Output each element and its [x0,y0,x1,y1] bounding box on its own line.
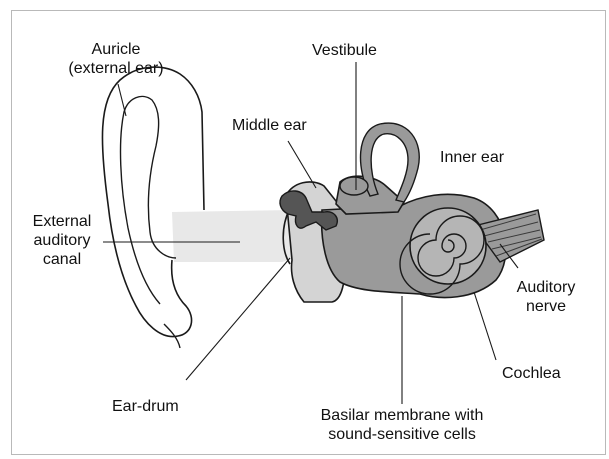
leader-middle-ear [288,141,316,188]
middle-ear-label: Middle ear [232,116,307,135]
basilar-label-line1: Basilar membrane with [290,406,514,425]
auricle-label-line2: (external ear) [56,59,176,78]
auditory-nerve-label-line2: nerve [508,297,584,316]
leader-ear-drum [186,258,290,380]
external-canal-label-line3: canal [24,250,100,269]
external-auditory-canal [172,210,296,262]
leader-cochlea [474,292,496,360]
basilar-label-line2: sound-sensitive cells [290,425,514,444]
ear-drum-label: Ear-drum [112,397,179,416]
auricle-label-line1: Auricle [56,40,176,59]
external-canal-label-line2: auditory [24,231,100,250]
external-canal-label: External auditory canal [24,212,100,269]
leader-auricle [118,84,126,116]
cochlea-label: Cochlea [502,364,561,383]
auditory-nerve-label-line1: Auditory [508,278,584,297]
auricle-inner-fold [121,96,176,304]
external-canal-label-line1: External [24,212,100,231]
vestibule-label: Vestibule [312,41,377,60]
semicircular-canal-lower [340,177,368,195]
basilar-membrane-label: Basilar membrane with sound-sensitive ce… [290,406,514,444]
auditory-nerve-label: Auditory nerve [508,278,584,316]
inner-ear-label: Inner ear [440,148,504,167]
auricle-label: Auricle (external ear) [56,40,176,78]
